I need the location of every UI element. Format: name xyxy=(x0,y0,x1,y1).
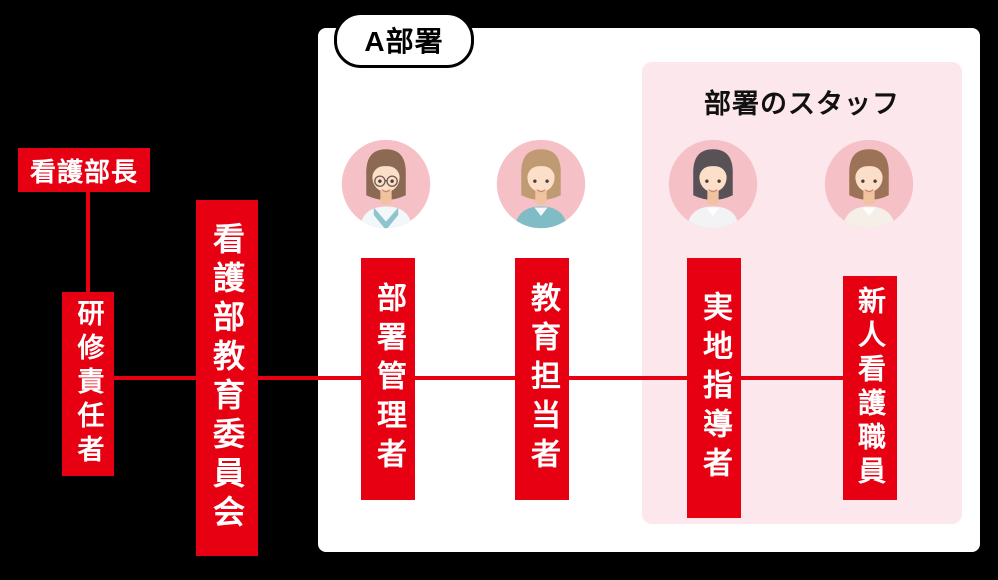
field-instructor-label: 実地指導者 xyxy=(698,290,731,486)
new-nurse-box: 新人看護職員 xyxy=(843,276,897,500)
connector-main-horizontal xyxy=(88,376,870,380)
new-nurse-label: 新人看護職員 xyxy=(855,286,886,490)
education-committee-box: 看護部教育委員会 xyxy=(196,200,258,556)
staff-panel-title: 部署のスタッフ xyxy=(704,89,900,119)
department-title-label: A部署 xyxy=(364,26,444,57)
education-lead-avatar xyxy=(494,137,588,231)
education-lead-label: 教育担当者 xyxy=(526,281,559,477)
education-lead-box: 教育担当者 xyxy=(515,258,569,500)
training-supervisor-label: 研修責任者 xyxy=(73,299,104,469)
director-box: 看護部長 xyxy=(18,148,150,192)
field-instructor-avatar xyxy=(666,137,760,231)
dept-manager-label: 部署管理者 xyxy=(372,281,405,477)
education-committee-label: 看護部教育委員会 xyxy=(209,222,245,534)
department-title-pill: A部署 xyxy=(334,12,474,68)
new-nurse-avatar xyxy=(822,137,916,231)
dept-manager-box: 部署管理者 xyxy=(361,258,415,500)
field-instructor-box: 実地指導者 xyxy=(687,258,741,518)
training-supervisor-box: 研修責任者 xyxy=(62,292,114,476)
director-label: 看護部長 xyxy=(29,156,138,187)
dept-manager-avatar xyxy=(339,137,433,231)
connector-director-vertical xyxy=(86,190,90,294)
